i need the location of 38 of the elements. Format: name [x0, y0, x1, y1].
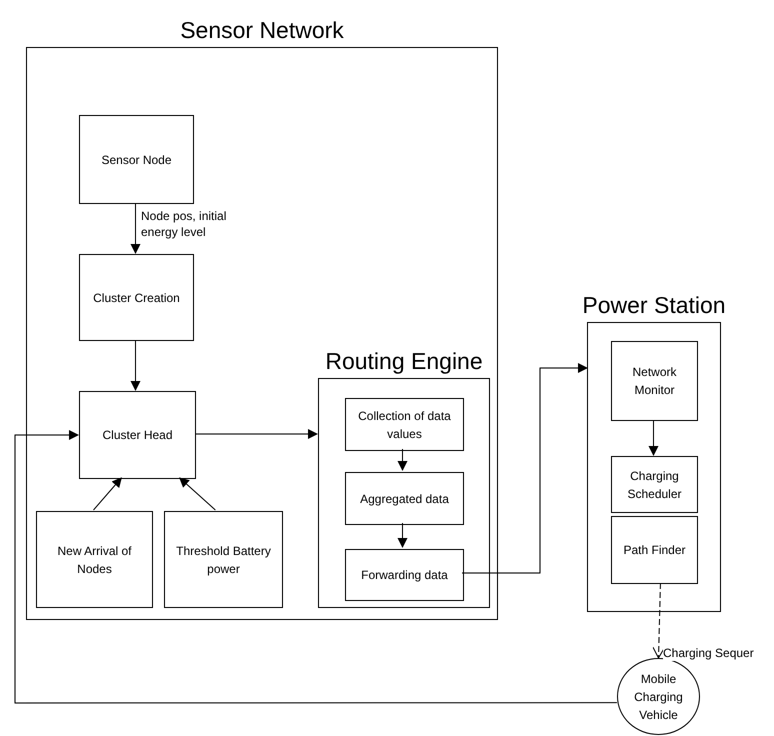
process-box [164, 511, 283, 608]
node-label: Mobile Charging Vehicle [633, 670, 684, 724]
process-box [611, 516, 698, 584]
arrow [648, 420, 658, 456]
process-box [79, 115, 194, 204]
process-box [345, 472, 464, 525]
arrow [14, 430, 618, 704]
node-label: Network Monitor [631, 364, 678, 399]
process-box [345, 549, 464, 601]
node-label: New Arrival of Nodes [56, 542, 133, 578]
process-box [79, 391, 196, 479]
group-heading: Power Station [582, 294, 726, 317]
process-box [36, 511, 153, 608]
node-label: Cluster Creation [93, 290, 180, 306]
arrow [130, 340, 140, 391]
process-box [345, 398, 464, 451]
node-label: Threshold Battery power [175, 542, 272, 578]
node-label: Aggregated data [360, 490, 449, 508]
arrow [398, 522, 408, 548]
process-box [611, 341, 698, 421]
node-label: Sensor Node [101, 152, 172, 168]
node-label: Charging Scheduler [626, 468, 683, 502]
group-heading: Routing Engine [325, 350, 483, 373]
node-label: Forwarding data [361, 567, 448, 584]
process-box [79, 254, 194, 341]
group-heading: Sensor Network [180, 19, 344, 42]
node-label: Collection of data values [357, 408, 452, 442]
edge-label: Charging Sequer [663, 645, 754, 661]
arrow [194, 429, 318, 439]
arrow [652, 582, 666, 658]
arrow [398, 448, 408, 471]
arrow [462, 363, 588, 574]
node-label: Cluster Head [102, 427, 173, 444]
arrow [93, 477, 122, 510]
arrow [179, 477, 216, 510]
process-box [611, 456, 698, 513]
node-label: Path Finder [623, 542, 686, 559]
arrow [130, 202, 140, 254]
